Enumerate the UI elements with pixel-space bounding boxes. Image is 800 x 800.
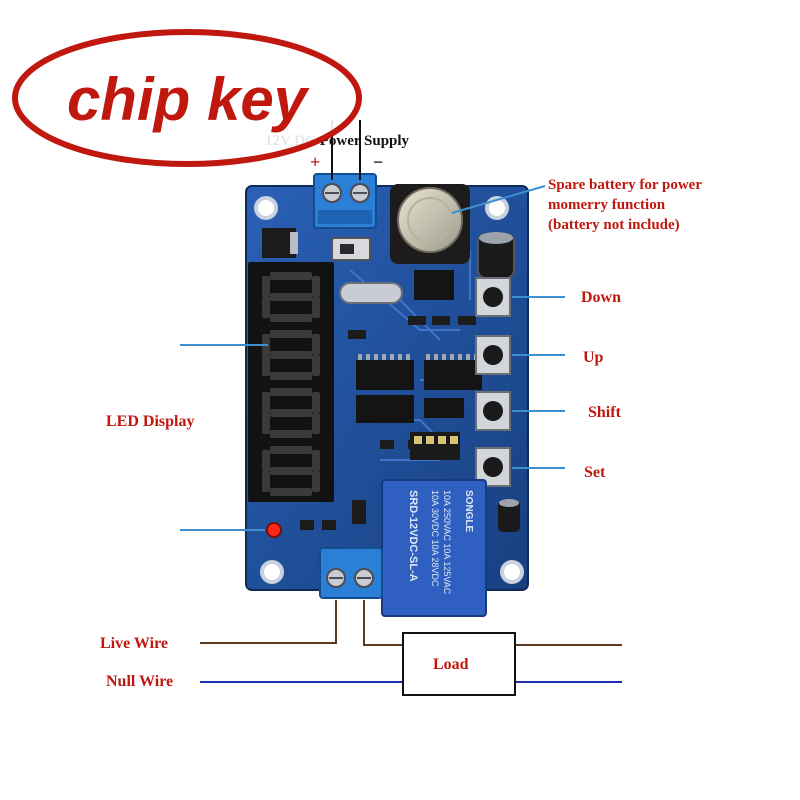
set-label: Set — [584, 464, 606, 481]
power-terminal-block — [313, 173, 377, 229]
digit-4-segment-7 — [312, 471, 320, 492]
battery-label-line-2: momerry function — [548, 197, 666, 213]
digit-4-segment-2 — [270, 467, 312, 475]
digit-1-segment-3 — [270, 314, 312, 322]
digit-2-segment-2 — [270, 351, 312, 359]
shift-label: Shift — [588, 404, 622, 421]
logo-wordmark: chip key — [67, 66, 310, 133]
digit-3-segment-4 — [262, 392, 270, 413]
voltage-regulator — [262, 228, 298, 258]
digit-3-segment-3 — [270, 430, 312, 438]
seven-segment-display — [248, 262, 334, 502]
relay-rating-2: 10A 30VDC 10A 28VDC — [430, 490, 440, 587]
digit-4-segment-4 — [262, 450, 270, 471]
crystal — [339, 282, 403, 304]
digit-4-segment-5 — [312, 450, 320, 471]
mounting-holes — [254, 196, 524, 584]
digit-1-segment-1 — [270, 272, 312, 280]
header-pins — [410, 432, 460, 460]
digit-2-segment-6 — [262, 355, 270, 376]
small-capacitor — [498, 499, 520, 532]
digit-1-segment-5 — [312, 276, 320, 297]
digit-2-segment-1 — [270, 330, 312, 338]
load-label: Load — [433, 656, 469, 673]
tactile-buttons — [475, 277, 511, 487]
button-down — [475, 277, 511, 317]
button-shift — [475, 391, 511, 431]
relay-model: SRD-12VDC-SL-A — [407, 490, 419, 582]
down-label: Down — [581, 289, 621, 306]
leader-lines — [180, 185, 565, 531]
load-box — [402, 632, 516, 696]
relay-rating-1: 10A 250VAC 10A 125VAC — [442, 490, 452, 595]
relay: SONGLE 10A 250VAC 10A 125VAC 10A 30VDC 1… — [381, 479, 487, 617]
power-plus-label: + — [310, 152, 320, 172]
relay-brand: SONGLE — [463, 490, 474, 533]
digit-1-segment-7 — [312, 297, 320, 318]
battery-holder — [390, 184, 470, 264]
battery-label-line-1: Spare battery for power — [548, 177, 702, 193]
digit-2-segment-7 — [312, 355, 320, 376]
up-label: Up — [583, 349, 604, 366]
digit-3-segment-7 — [312, 413, 320, 434]
digit-1-segment-4 — [262, 276, 270, 297]
digit-2-segment-5 — [312, 334, 320, 355]
digit-3-segment-2 — [270, 409, 312, 417]
display-digits — [262, 272, 320, 496]
smd-components — [300, 316, 476, 530]
digit-1-segment-2 — [270, 293, 312, 301]
digit-4-segment-1 — [270, 446, 312, 454]
ic-chips — [356, 270, 482, 423]
output-terminal-block — [319, 547, 383, 599]
digit-3-segment-5 — [312, 392, 320, 413]
indicator-led — [266, 522, 282, 538]
digit-1-segment-6 — [262, 297, 270, 318]
digit-3-segment-1 — [270, 388, 312, 396]
power-minus-label: − — [373, 152, 383, 172]
live-wire — [200, 600, 622, 646]
button-set — [475, 447, 511, 487]
load-wire — [363, 600, 403, 646]
led-display-label: LED Display — [106, 413, 194, 430]
null-wire-label: Null Wire — [106, 673, 173, 690]
button-up — [475, 335, 511, 375]
digit-3-segment-6 — [262, 413, 270, 434]
digit-4-segment-3 — [270, 488, 312, 496]
toggle-switch — [331, 237, 371, 261]
capacitor — [477, 232, 515, 279]
digit-4-segment-6 — [262, 471, 270, 492]
chipkey-logo: chip key — [12, 29, 362, 167]
digit-2-segment-3 — [270, 372, 312, 380]
battery-label-line-3: (battery not include) — [548, 217, 680, 233]
live-wire-label: Live Wire — [100, 635, 168, 652]
